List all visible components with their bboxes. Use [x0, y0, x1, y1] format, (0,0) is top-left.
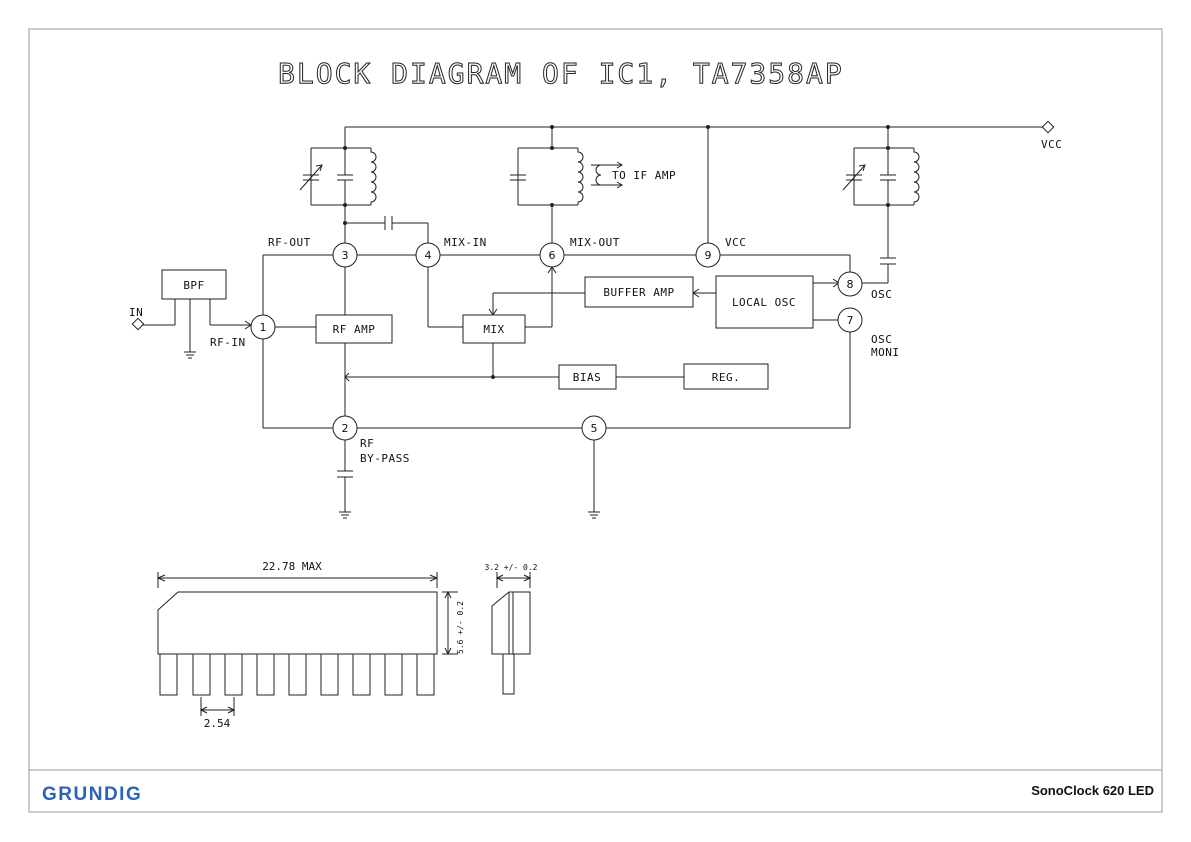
- diagram-title: BLOCK DIAGRAM OF IC1, TA7358AP: [278, 57, 844, 90]
- pin-9: 9: [695, 242, 721, 268]
- svg-text:7: 7: [847, 314, 854, 327]
- ground-symbols: [184, 351, 600, 519]
- pin-1: 1: [250, 314, 276, 340]
- mix-in-label: MIX-IN: [444, 236, 487, 249]
- pin-3: 3: [332, 242, 358, 268]
- rf-bypass-label-line2: BY-PASS: [360, 452, 410, 465]
- local-osc-label: LOCAL OSC: [732, 296, 796, 309]
- osc-moni-label-line1: OSC: [871, 333, 892, 346]
- rf-amp-label: RF AMP: [333, 323, 376, 336]
- svg-text:5: 5: [591, 422, 598, 435]
- model-name: SonoClock 620 LED: [1031, 783, 1154, 798]
- svg-text:1: 1: [260, 321, 267, 334]
- in-label: IN: [129, 306, 143, 319]
- vcc-pin-label: VCC: [725, 236, 746, 249]
- pin-6: 6: [539, 242, 565, 268]
- bpf-block: BPF: [161, 269, 227, 300]
- mix-out-label: MIX-OUT: [570, 236, 620, 249]
- osc-label: OSC: [871, 288, 892, 301]
- pin-7: 7: [837, 307, 863, 333]
- buffer-amp-block: BUFFER AMP: [584, 276, 694, 308]
- height-dimension: 5.6 +/- 0.2: [456, 601, 465, 654]
- capacitors: [299, 164, 896, 478]
- osc-moni-label-line2: MONI: [871, 346, 900, 359]
- ic-pins: 1 2 3 4 5 6 7 8 9: [250, 242, 863, 441]
- package-outline: 22.78 MAX 2.54 5.6 +/- 0.2: [156, 560, 465, 730]
- svg-text:8: 8: [847, 278, 854, 291]
- junction-dots: [343, 125, 890, 379]
- brand-logo: GRUNDIG: [42, 784, 142, 805]
- svg-text:9: 9: [705, 249, 712, 262]
- pin-5: 5: [581, 415, 607, 441]
- pin-8: 8: [837, 271, 863, 297]
- length-dimension: 22.78 MAX: [262, 560, 322, 573]
- rf-amp-block: RF AMP: [315, 314, 393, 344]
- to-if-amp-label: TO IF AMP: [612, 169, 676, 182]
- svg-text:6: 6: [549, 249, 556, 262]
- inductor-coils: [370, 148, 920, 205]
- buffer-amp-label: BUFFER AMP: [603, 286, 674, 299]
- local-osc-block: LOCAL OSC: [715, 275, 814, 329]
- bpf-label: BPF: [183, 279, 204, 292]
- thickness-dimension: 3.2 +/- 0.2: [485, 563, 538, 572]
- reg-label: REG.: [712, 371, 741, 384]
- mix-label: MIX: [483, 323, 504, 336]
- wiring: [142, 126, 1043, 512]
- pin-4: 4: [415, 242, 441, 268]
- bias-label: BIAS: [573, 371, 602, 384]
- vcc-rail-label: VCC: [1041, 138, 1062, 151]
- svg-text:2: 2: [342, 422, 349, 435]
- rf-bypass-label-line1: RF: [360, 437, 374, 450]
- pitch-dimension: 2.54: [204, 717, 231, 730]
- svg-text:4: 4: [425, 249, 432, 262]
- pin-2: 2: [332, 415, 358, 441]
- bias-block: BIAS: [558, 364, 617, 390]
- svg-text:3: 3: [342, 249, 349, 262]
- in-terminal: [131, 317, 145, 331]
- vcc-terminal: [1041, 120, 1055, 134]
- package-side-view: 3.2 +/- 0.2: [485, 563, 538, 695]
- mix-block: MIX: [462, 314, 526, 344]
- reg-block: REG.: [683, 363, 769, 390]
- sheet-border: [28, 28, 1163, 813]
- rf-in-label: RF-IN: [210, 336, 246, 349]
- rf-out-label: RF-OUT: [268, 236, 311, 249]
